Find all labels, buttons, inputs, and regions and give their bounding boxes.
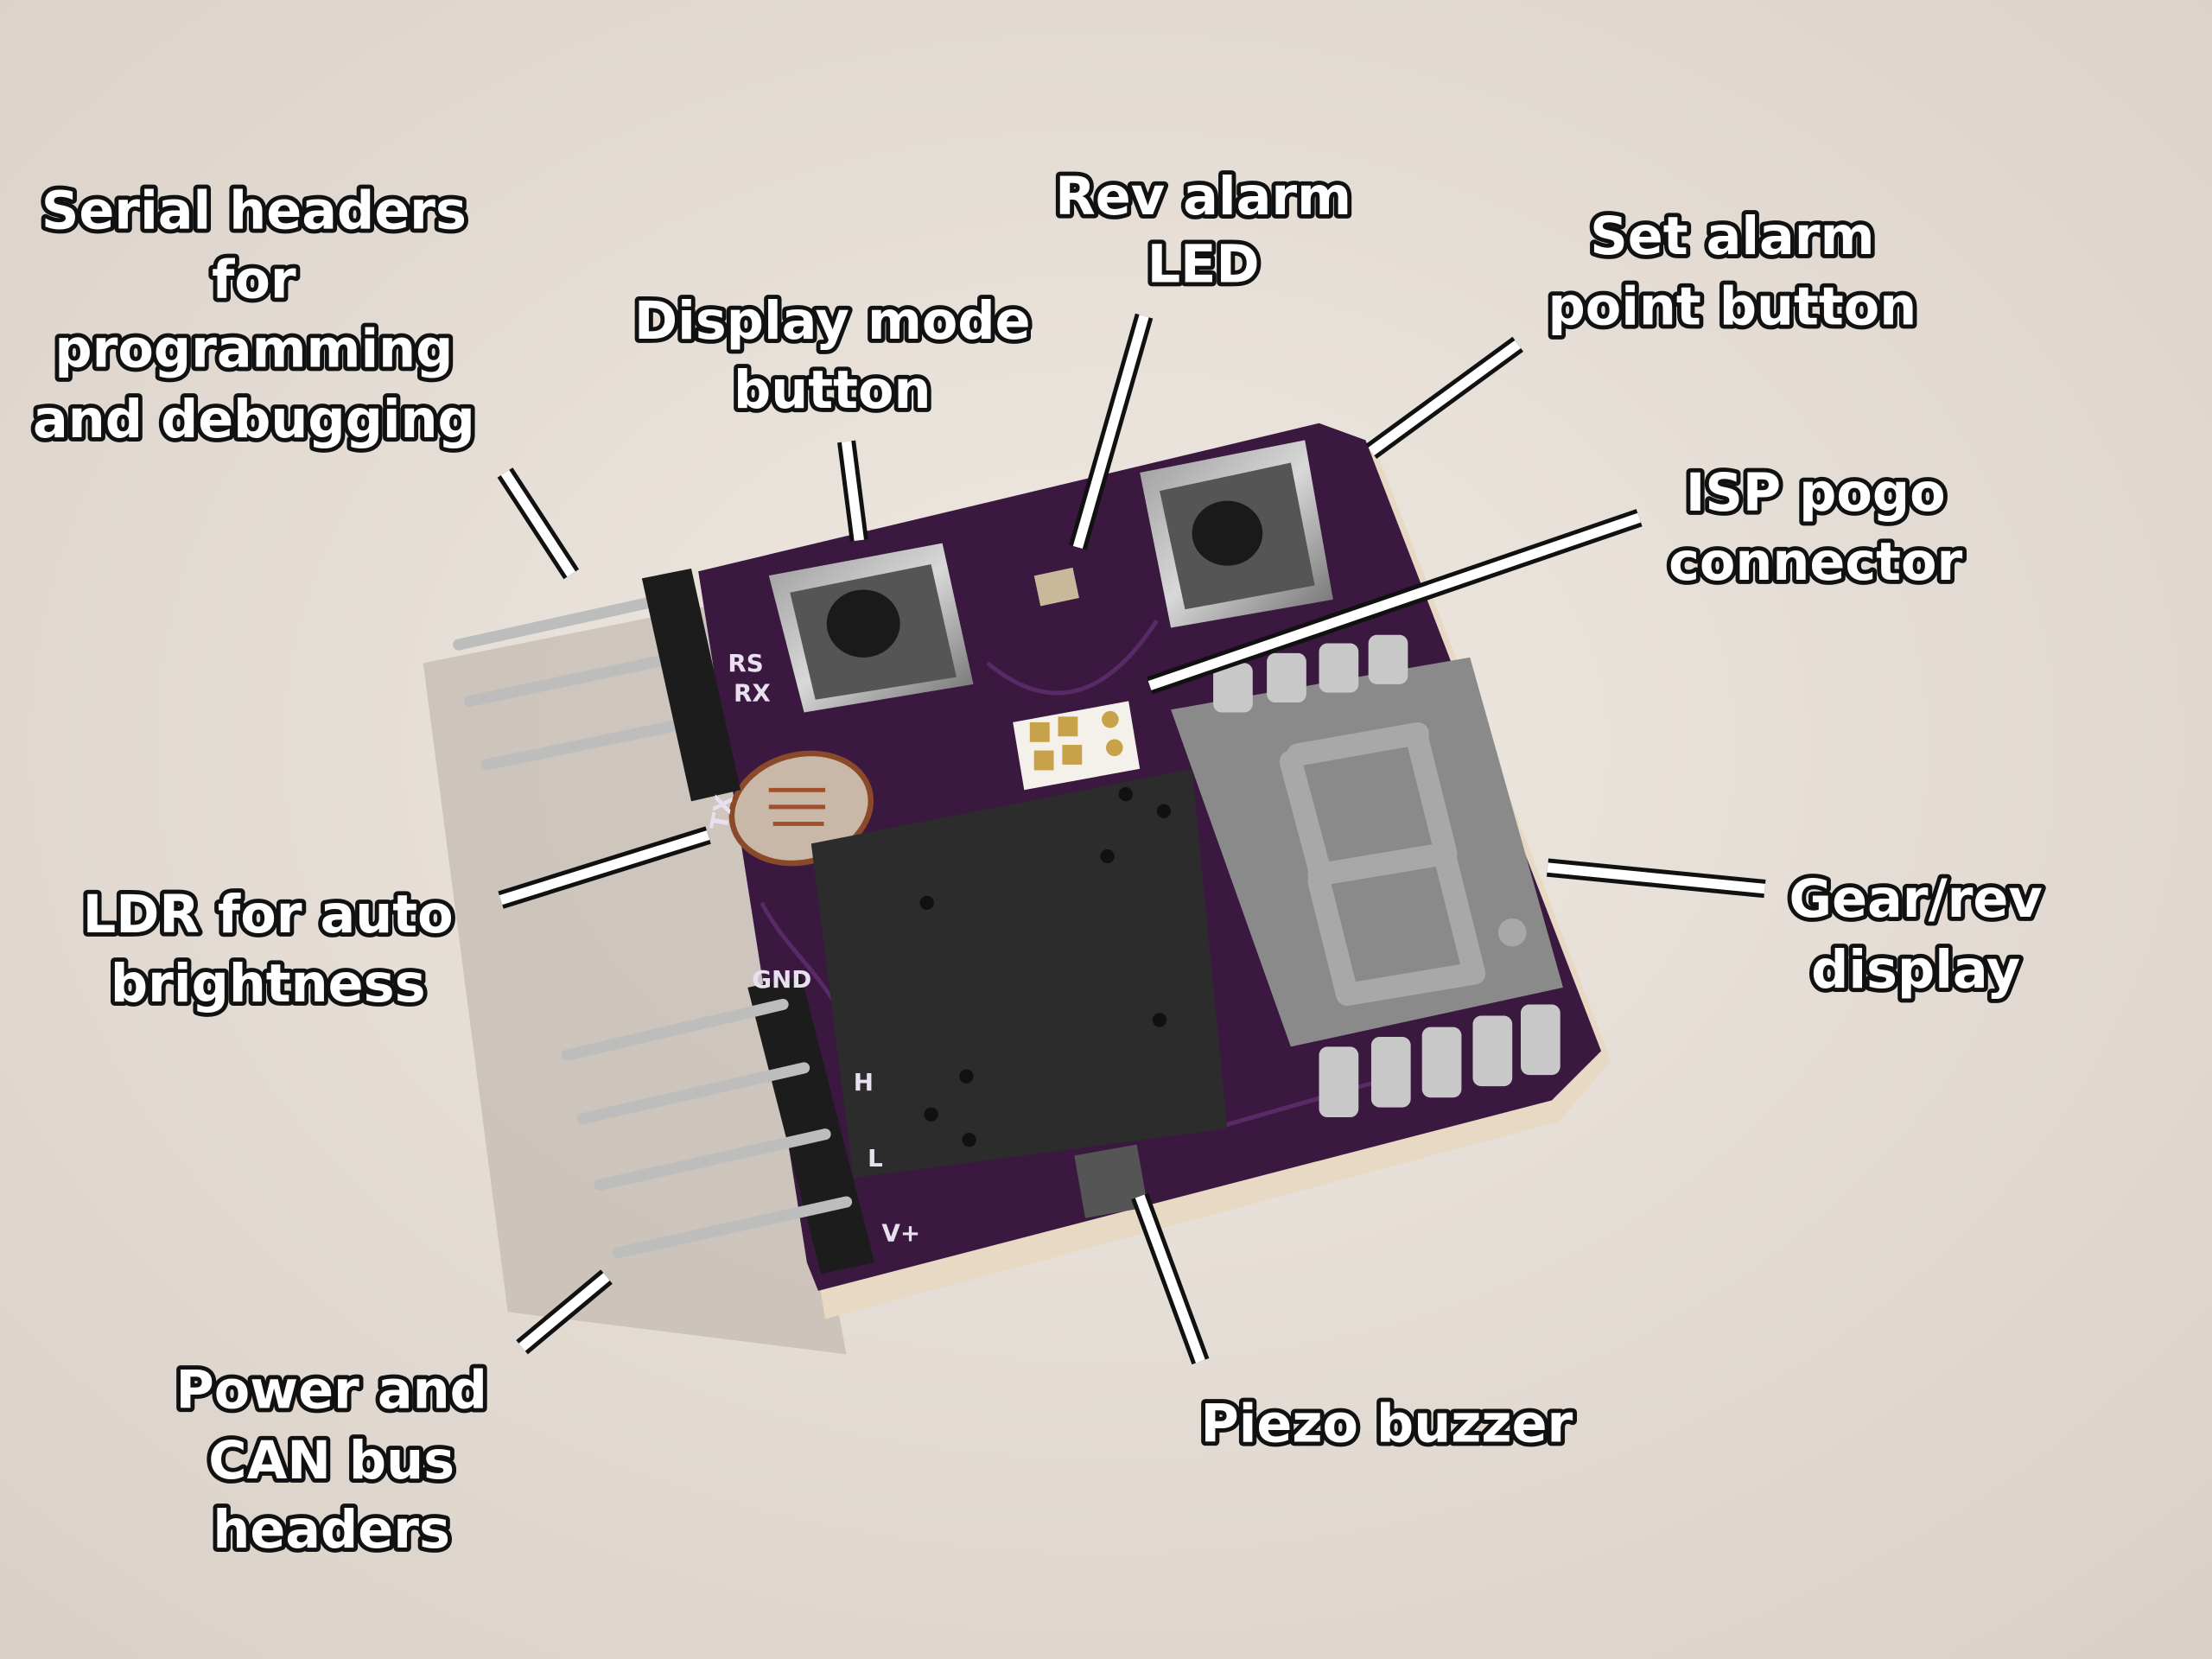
label-gear-display: Gear/rev display: [1785, 865, 2047, 1004]
silk-rs: RS: [728, 649, 763, 677]
label-line: brightness: [111, 954, 426, 1014]
label-line: Rev alarm: [1055, 167, 1351, 227]
silk-rx: RX: [734, 678, 771, 707]
label-line: LDR for auto: [83, 885, 454, 945]
label-line: ISP pogo: [1686, 463, 1946, 524]
silk-gnd: GND: [752, 965, 811, 994]
silk-h: H: [854, 1068, 874, 1096]
display-mode-button[interactable]: [768, 543, 974, 713]
label-line: point button: [1548, 277, 1917, 338]
silk-vplus: V+: [881, 1219, 920, 1248]
label-line: for: [212, 250, 296, 310]
label-line: display: [1811, 940, 2020, 1001]
silk-l: L: [868, 1144, 883, 1173]
label-line: connector: [1669, 532, 1962, 593]
set-alarm-point-button[interactable]: [1140, 440, 1333, 628]
leader-lines: [497, 313, 1766, 1365]
label-line: Piezo buzzer: [1200, 1395, 1573, 1455]
label-display-mode-button: Display mode button: [630, 287, 1034, 425]
label-piezo-buzzer: Piezo buzzer: [1197, 1390, 1578, 1459]
gear-rev-display: [1171, 634, 1563, 1118]
label-line: Display mode: [634, 291, 1031, 352]
label-line: Power and: [176, 1360, 487, 1421]
serial-header-pins: [453, 568, 741, 802]
label-power-can-headers: Power and CAN bus headers: [172, 1356, 492, 1564]
isp-pogo-connector: [1013, 701, 1141, 791]
label-line: CAN bus: [208, 1431, 454, 1491]
label-set-alarm-button: Set alarm point button: [1544, 202, 1922, 341]
label-line: headers: [213, 1500, 450, 1560]
power-can-header-pins: [561, 976, 875, 1274]
label-line: and debugging: [33, 390, 475, 450]
label-rev-alarm-led: Rev alarm LED: [1051, 162, 1356, 299]
label-line: LED: [1147, 235, 1260, 296]
label-isp-pogo: ISP pogo connector: [1664, 459, 1967, 597]
label-line: Gear/rev: [1789, 869, 2043, 930]
piezo-buzzer: [810, 768, 1228, 1218]
silk-tx: TX: [704, 793, 739, 832]
label-line: Serial headers: [41, 181, 467, 241]
label-serial-headers: Serial headers for programming and debug…: [29, 177, 480, 454]
rev-alarm-led: [1033, 567, 1079, 607]
label-ldr: LDR for auto brightness: [79, 880, 458, 1019]
label-line: programming: [54, 319, 453, 379]
label-line: button: [734, 360, 931, 421]
label-line: Set alarm: [1590, 207, 1874, 267]
